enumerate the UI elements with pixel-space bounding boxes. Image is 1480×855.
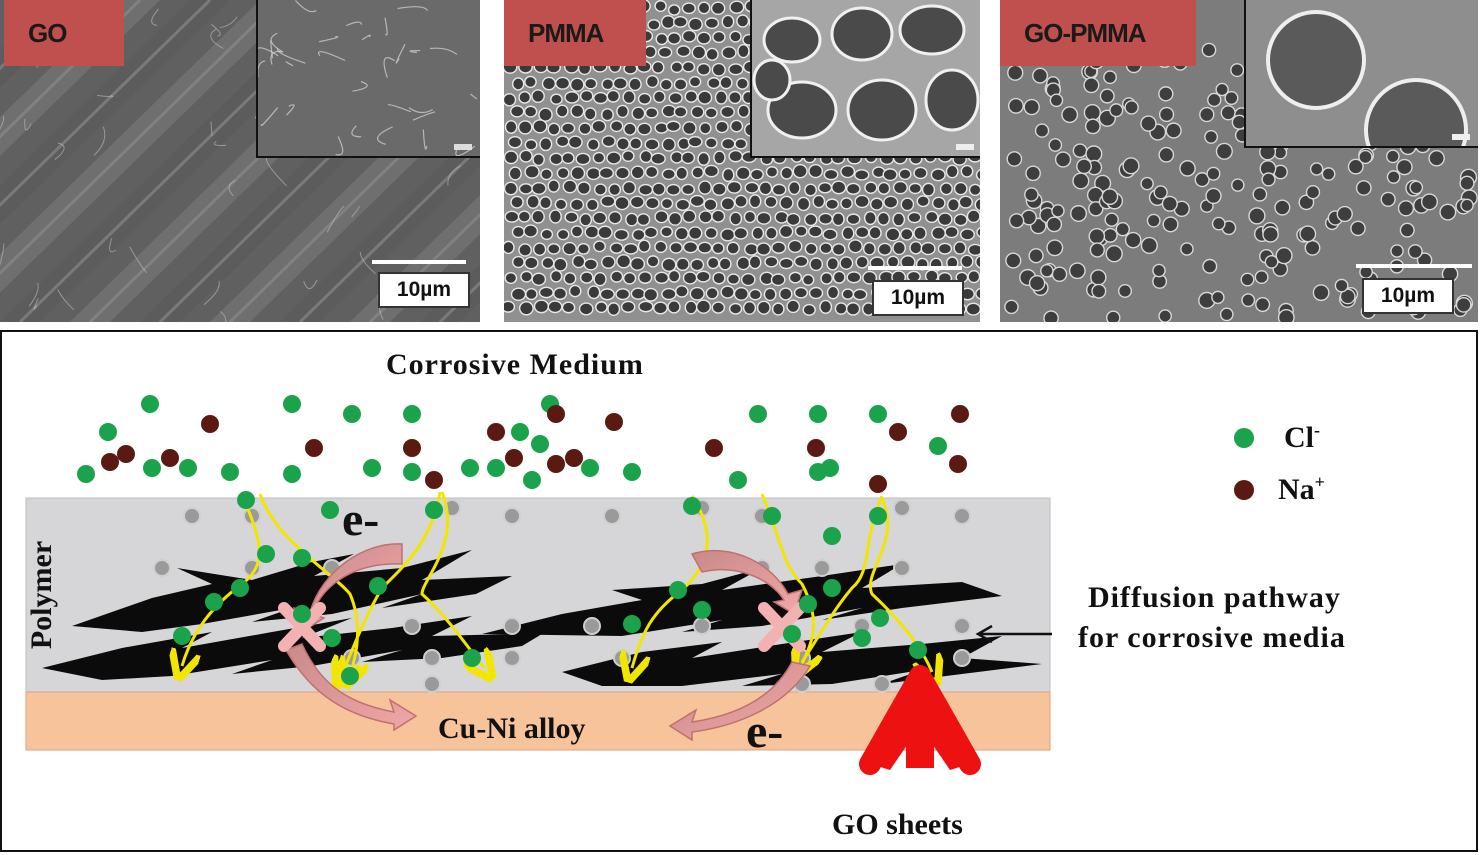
scale-bar-go-pmma bbox=[1356, 264, 1472, 268]
legend-na-text: Na+ bbox=[1278, 472, 1325, 506]
sem-panel-go: GO 10µm bbox=[0, 0, 480, 322]
ions bbox=[77, 395, 969, 685]
go-inset bbox=[256, 0, 480, 158]
electron-label-top: e- bbox=[342, 493, 380, 546]
corrosion-schematic: Corrosive Medium Polymer Cu-Ni alloy e- … bbox=[0, 330, 1478, 852]
panel-label-go: GO bbox=[4, 0, 124, 66]
sem-panel-go-pmma: GO-PMMA 10µm bbox=[1000, 0, 1478, 322]
scale-label-go-pmma: 10µm bbox=[1362, 278, 1454, 314]
scale-bar-pmma bbox=[868, 266, 962, 270]
sem-panel-pmma: PMMA 10µm bbox=[504, 0, 980, 322]
go-pmma-inset bbox=[1244, 0, 1478, 148]
legend-cl-swatch bbox=[1234, 428, 1254, 448]
scale-label-go: 10µm bbox=[378, 272, 470, 308]
scale-label-pmma: 10µm bbox=[872, 280, 964, 316]
go-sheets-label: GO sheets bbox=[832, 808, 963, 841]
legend: Cl- Na+ bbox=[1230, 420, 1430, 510]
diffusion-pointer bbox=[975, 624, 1052, 644]
panel-label-pmma: PMMA bbox=[504, 0, 646, 66]
corrosive-medium-title: Corrosive Medium bbox=[386, 348, 644, 381]
panel-label-go-pmma: GO-PMMA bbox=[1000, 0, 1196, 66]
scale-bar-go bbox=[372, 260, 466, 264]
polymer-label: Polymer bbox=[25, 540, 58, 650]
diffusion-label-line1: Diffusion pathway bbox=[1088, 581, 1341, 614]
legend-cl-text: Cl- bbox=[1284, 420, 1320, 454]
legend-na-swatch bbox=[1234, 480, 1254, 500]
pmma-inset bbox=[750, 0, 980, 158]
diffusion-label: Diffusion pathway for corrosive media bbox=[1078, 578, 1346, 658]
electron-label-bottom: e- bbox=[746, 705, 784, 758]
schematic-drawing bbox=[25, 395, 1052, 775]
diffusion-label-line2: for corrosive media bbox=[1078, 621, 1346, 654]
substrate-label: Cu-Ni alloy bbox=[438, 712, 586, 745]
